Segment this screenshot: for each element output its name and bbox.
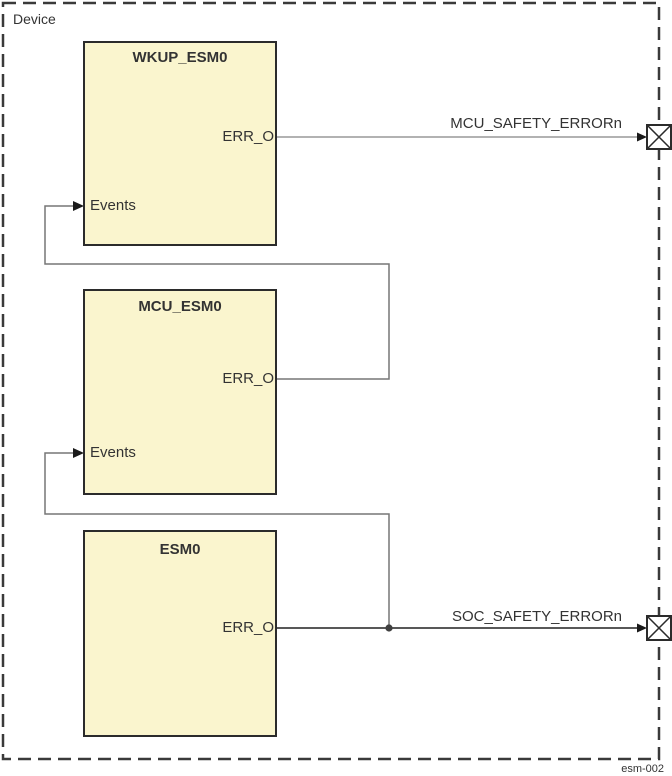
signal-label-soc-safety-errorn: SOC_SAFETY_ERRORn: [451, 608, 622, 625]
device-label: Device: [13, 11, 56, 27]
signal-label-mcu-safety-errorn: MCU_SAFETY_ERRORn: [450, 115, 622, 132]
wire-mcu-err-to-wkup-events: [44, 205, 390, 380]
pad-cross-icon: [646, 615, 672, 641]
pad-soc-safety-errorn: [646, 615, 672, 641]
port-label-wkup-events: Events: [90, 197, 136, 214]
port-label-esm0-err-o: ERR_O: [222, 619, 274, 636]
block-title-wkup-esm0: WKUP_ESM0: [132, 49, 228, 66]
block-title-esm0: ESM0: [159, 541, 201, 558]
port-label-wkup-err-o: ERR_O: [222, 128, 274, 145]
port-label-mcu-events: Events: [90, 444, 136, 461]
arrowhead-wkup-events: [73, 201, 84, 211]
block-wkup-esm0: [83, 41, 277, 246]
pad-mcu-safety-errorn: [646, 124, 672, 150]
arrowhead-mcu-events: [73, 448, 84, 458]
figure-id-label: esm-002: [621, 763, 664, 775]
arrowhead-soc-safety-pad: [637, 623, 647, 633]
block-mcu-esm0: [83, 289, 277, 495]
arrowhead-mcu-safety-pad: [637, 132, 647, 142]
device-boundary: [1, 1, 661, 761]
pad-cross-icon: [646, 124, 672, 150]
block-title-mcu-esm0: MCU_ESM0: [138, 298, 222, 315]
wire-esm0-err-to-mcu-events: [44, 452, 390, 628]
port-label-mcu-err-o: ERR_O: [222, 370, 274, 387]
junction-dot: [385, 624, 393, 632]
block-esm0: [83, 530, 277, 737]
